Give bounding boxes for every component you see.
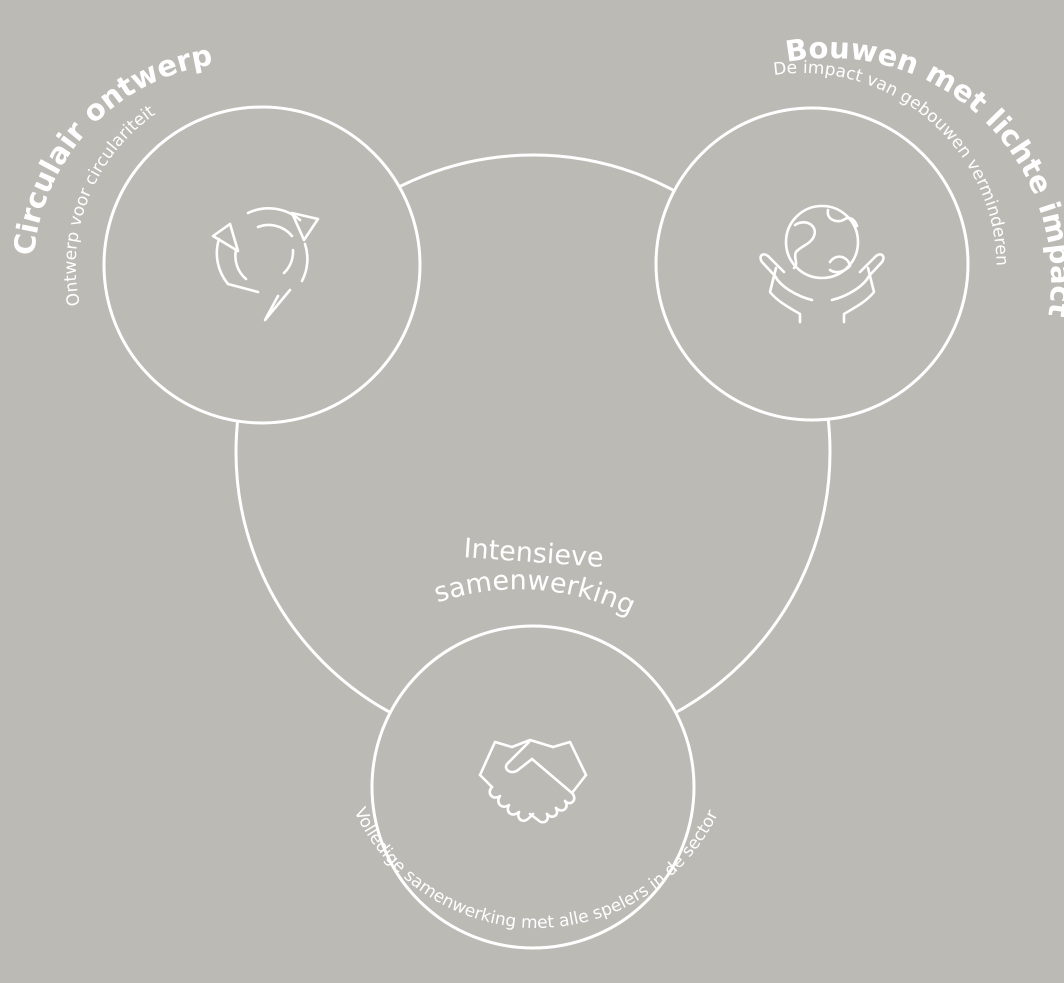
node-circle: [370, 624, 696, 950]
node-collaboration: [370, 624, 696, 950]
node-circle: [102, 105, 422, 425]
handshake-icon: [478, 738, 588, 824]
node-circular-design: [102, 105, 422, 425]
node-circle: [654, 106, 970, 422]
node-light-impact: [654, 106, 970, 422]
globe-in-hands-icon: [759, 204, 885, 324]
recycle-arrows-icon: [211, 207, 320, 322]
